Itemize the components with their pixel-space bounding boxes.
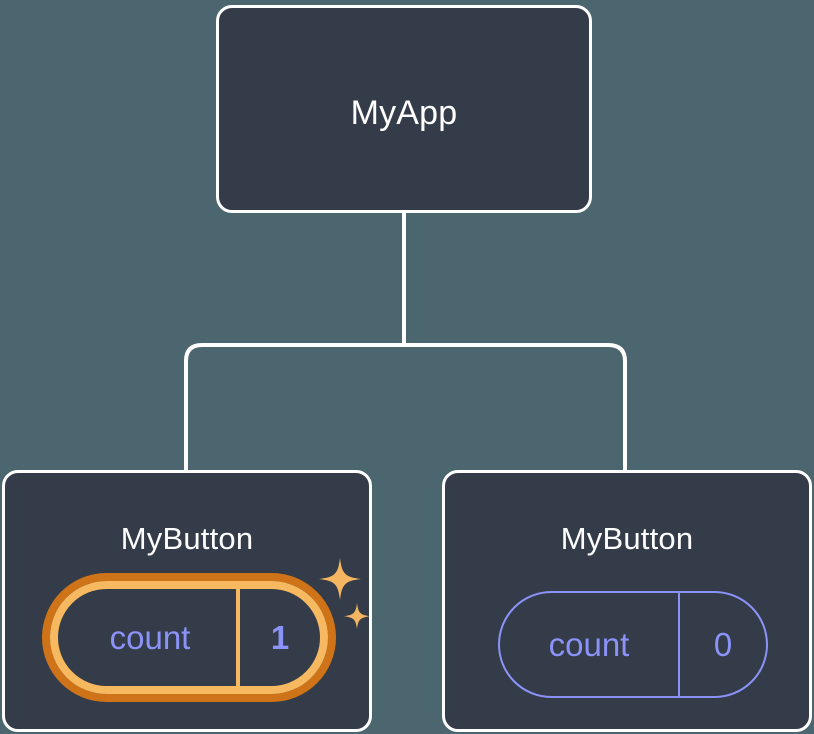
state-value-label: 1 [270, 618, 290, 656]
state-value-label: 0 [713, 625, 733, 663]
state-name-label: count [109, 618, 191, 656]
state-badge-count[interactable]: count 0 [498, 591, 768, 698]
state-name-label: count [548, 625, 630, 663]
state-badge-count-highlighted[interactable]: count 1 [50, 581, 328, 694]
state-badge-divider [678, 593, 680, 696]
component-node-title: MyButton [120, 521, 254, 556]
state-badge-divider [236, 589, 240, 686]
component-node-title: MyApp [350, 94, 458, 132]
component-node-myapp[interactable]: MyApp [216, 5, 592, 213]
component-node-title: MyButton [560, 521, 694, 556]
component-node-mybutton-left[interactable]: MyButton count 1 [2, 470, 372, 732]
component-node-mybutton-right[interactable]: MyButton count 0 [442, 470, 812, 732]
